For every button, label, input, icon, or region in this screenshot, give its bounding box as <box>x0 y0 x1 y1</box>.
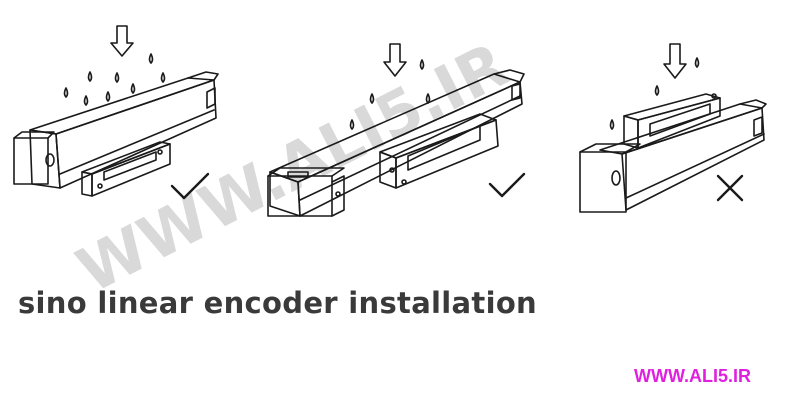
site-link[interactable]: WWW.ALI5.IR <box>634 366 751 386</box>
reading-head <box>623 93 721 149</box>
water-drop-icon <box>609 57 700 130</box>
cross-mark-icon <box>716 174 744 202</box>
water-drop-icon <box>63 53 166 106</box>
panel-left <box>13 25 219 200</box>
scale-body <box>13 71 219 189</box>
caption: sino linear encoder installation <box>18 286 537 320</box>
check-mark-icon <box>170 172 210 200</box>
reading-head <box>81 141 171 197</box>
panel-right <box>579 43 767 213</box>
panel-middle <box>267 43 526 217</box>
reading-head <box>379 113 499 189</box>
down-arrow-icon <box>663 43 687 79</box>
scale-body <box>579 99 767 213</box>
check-mark-icon <box>488 172 526 198</box>
scale-body <box>267 69 525 217</box>
down-arrow-icon <box>383 43 407 77</box>
down-arrow-icon <box>110 25 134 57</box>
